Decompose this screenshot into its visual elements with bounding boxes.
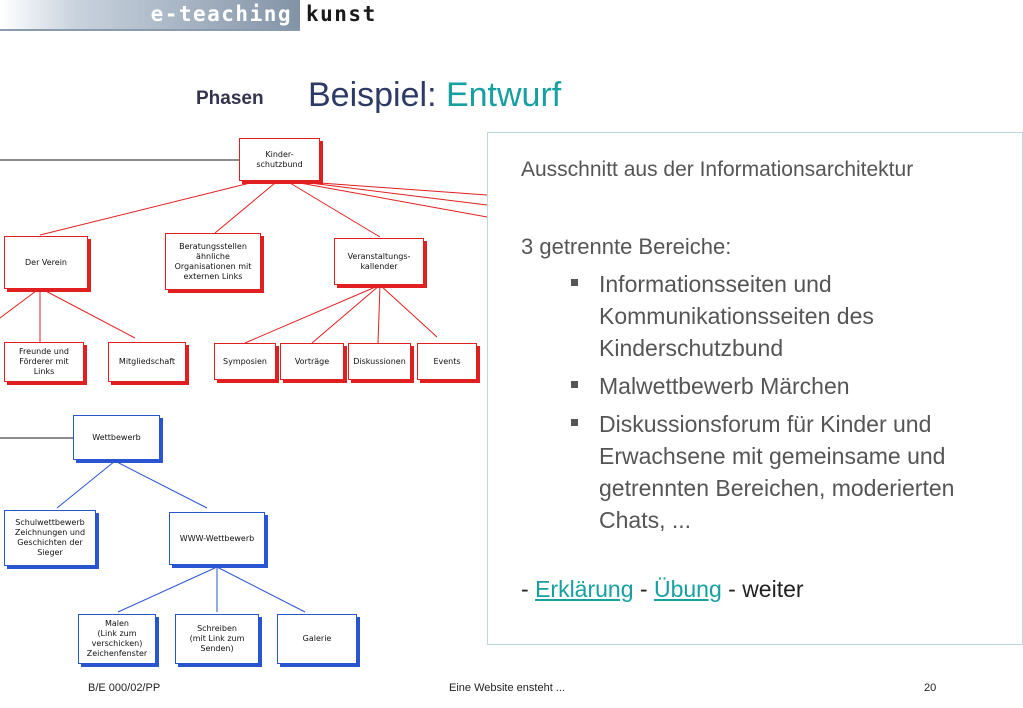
connector-line (0, 287, 41, 319)
node-label: Symposien (223, 356, 267, 366)
connector-line (244, 284, 381, 344)
connector-line (319, 182, 488, 196)
link-erklaerung[interactable]: Erklärung (535, 576, 634, 602)
connector-line (379, 284, 438, 338)
node-label: Galerie (302, 634, 332, 643)
list-item: Diskussionsforum für Kinder und Erwachse… (571, 408, 1021, 536)
link-weiter[interactable]: weiter (742, 576, 804, 602)
node-label: Events (433, 356, 461, 366)
node-label: Schulwettbewerb Zeichnungen und Geschich… (14, 518, 86, 557)
node-der-verein: Der Verein (4, 236, 88, 289)
connector-line (377, 284, 381, 344)
node-events: Events (417, 343, 477, 380)
node-label: Veranstaltungs- kallender (347, 251, 411, 271)
connector-line (309, 182, 488, 206)
node-kinderschutzbund: Kinder- schutzbund (239, 138, 320, 181)
connector-line (39, 287, 136, 339)
list-item: Malwettbewerb Märchen (571, 370, 1021, 402)
panel-subheading: 3 getrennte Bereiche: (521, 234, 732, 259)
node-mitgliedschaft: Mitgliedschaft (108, 342, 186, 382)
node-label: WWW-Wettbewerb (179, 533, 255, 543)
list-item: Informationsseiten und Kommunikationssei… (571, 268, 1021, 364)
node-malen: Malen (Link zum verschicken) Zeichenfens… (78, 614, 156, 664)
node-label: Diskussionen (353, 356, 406, 366)
header-rule (0, 29, 300, 31)
node-diskussionen: Diskussionen (348, 343, 411, 380)
connector-line (216, 566, 306, 613)
node-www-wettbewerb: WWW-Wettbewerb (169, 512, 265, 565)
link-uebung[interactable]: Übung (653, 576, 722, 602)
node-label: Der Verein (24, 257, 67, 267)
bullet-square-icon (571, 419, 578, 426)
title-prefix: Beispiel: (308, 76, 437, 114)
bullet-square-icon (571, 381, 578, 388)
node-beratungsstellen: Beratungsstellen ähnliche Organisationen… (165, 233, 261, 290)
node-vortraege: Vorträge (280, 343, 344, 380)
node-label: Malen (Link zum verschicken) Zeichenfens… (86, 619, 148, 658)
node-label: Freunde und Förderer mit Links (19, 347, 69, 376)
connector-line (311, 284, 381, 344)
footer-center: Eine Website ensteht ... (449, 682, 565, 694)
info-panel (487, 132, 1023, 645)
bullet-list: Informationsseiten und Kommunikationssei… (571, 268, 1021, 542)
section-label: Phasen (196, 88, 264, 109)
node-symposien: Symposien (214, 343, 276, 380)
panel-intro: Ausschnitt aus der Informationsarchitekt… (521, 158, 914, 181)
connector-line (117, 566, 218, 613)
node-label: Kinder- schutzbund (256, 149, 303, 169)
connector-line (56, 460, 116, 509)
nav-links: - Erklärung - Übung - weiter (521, 576, 804, 603)
node-schulwettbewerb: Schulwettbewerb Zeichnungen und Geschich… (4, 510, 96, 566)
node-label: Schreiben (mit Link zum Senden) (189, 624, 245, 653)
connector-line (214, 182, 276, 234)
slide-title: Beispiel: Entwurf (308, 76, 561, 115)
node-label: Wettbewerb (92, 432, 141, 442)
logo-kunst: kunst (306, 2, 377, 26)
node-label: Beratungsstellen ähnliche Organisationen… (174, 241, 252, 281)
node-schreiben: Schreiben (mit Link zum Senden) (175, 614, 259, 664)
page-number: 20 (924, 682, 937, 694)
nav-separator: - (633, 576, 654, 602)
title-accent: Entwurf (445, 76, 562, 114)
connector-line (39, 182, 251, 236)
bullet-text: Diskussionsforum für Kinder und Erwachse… (599, 411, 955, 533)
nav-separator: - (521, 576, 536, 602)
node-veranstaltungskalender: Veranstaltungs- kallender (334, 238, 424, 285)
node-galerie: Galerie (277, 614, 357, 664)
nav-separator: - (721, 576, 743, 602)
bullet-text: Malwettbewerb Märchen (599, 373, 850, 399)
connector-line (114, 460, 208, 509)
node-label: Vorträge (294, 356, 330, 366)
bullet-square-icon (571, 279, 578, 286)
node-label: Mitgliedschaft (118, 357, 176, 366)
connector-line (289, 182, 381, 238)
node-wettbewerb: Wettbewerb (73, 415, 160, 460)
connector-line (299, 182, 488, 218)
footer-left: B/E 000/02/PP (88, 682, 161, 694)
header-band (0, 0, 300, 29)
logo-e-teaching: e-teaching (150, 2, 292, 26)
bullet-text: Informationsseiten und Kommunikationssei… (599, 271, 874, 361)
node-freunde: Freunde und Förderer mit Links (4, 342, 84, 382)
